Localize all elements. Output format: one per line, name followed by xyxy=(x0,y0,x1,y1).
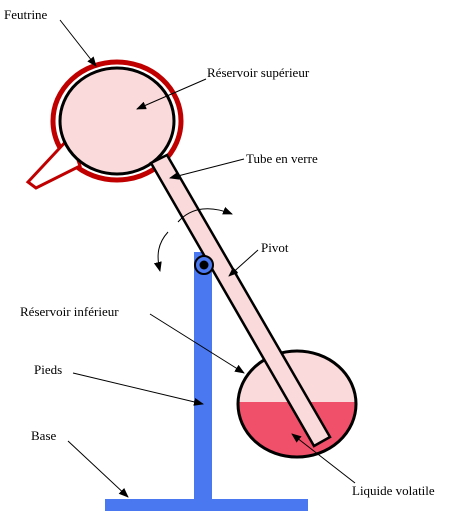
felt-covering xyxy=(50,59,184,183)
label-pieds: Pieds xyxy=(34,362,62,377)
rotation-arrow-lower xyxy=(153,231,169,272)
label-tube-en-verre: Tube en verre xyxy=(246,151,318,166)
leader-reservoir-superieur xyxy=(136,78,207,110)
label-reservoir-inferieur: Réservoir inférieur xyxy=(20,304,119,319)
leader-tube-en-verre xyxy=(169,158,245,180)
leader-pieds xyxy=(72,372,204,406)
label-base: Base xyxy=(31,428,57,443)
glass-tube xyxy=(149,153,332,448)
label-liquide-volatile: Liquide volatile xyxy=(352,483,435,498)
label-pivot: Pivot xyxy=(261,240,289,255)
base xyxy=(105,499,308,511)
upper-reservoir xyxy=(58,66,176,176)
pivot-center xyxy=(199,260,209,270)
label-reservoir-superieur: Réservoir supérieur xyxy=(207,65,310,80)
leader-liquide-volatile xyxy=(291,433,356,484)
label-feutrine: Feutrine xyxy=(4,7,48,22)
stand-leg xyxy=(194,252,212,502)
lower-reservoir-outline xyxy=(236,349,358,459)
leader-feutrine xyxy=(59,19,97,67)
rotation-arrow-upper xyxy=(177,206,233,223)
leader-base xyxy=(67,440,129,498)
leader-pivot xyxy=(228,249,259,277)
leader-reservoir-inferieur xyxy=(149,313,245,374)
